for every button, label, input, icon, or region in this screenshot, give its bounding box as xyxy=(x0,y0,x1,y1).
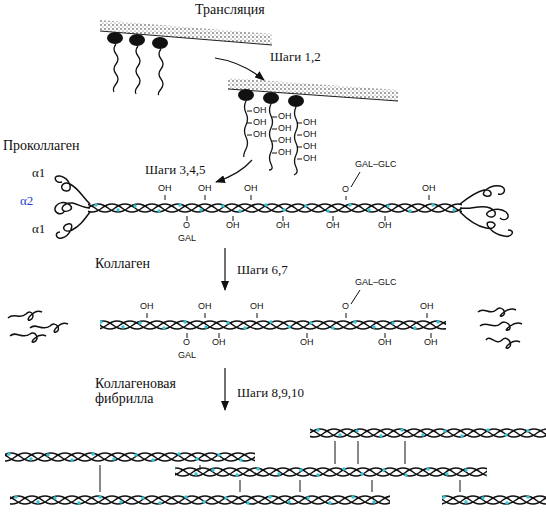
oxygen-label: O xyxy=(342,302,349,312)
hydroxyl-label: OH xyxy=(278,136,292,146)
hydroxyl-label: OH xyxy=(422,184,436,194)
hydroxyl-label: OH xyxy=(278,112,292,122)
peptide-chain xyxy=(244,101,298,175)
bond-line xyxy=(165,172,429,221)
cleaved-propeptide xyxy=(8,308,522,348)
triple-helix xyxy=(0,452,546,461)
oxygen-label: O xyxy=(183,221,190,231)
hydroxyl-label: OH xyxy=(253,118,267,128)
hydroxyl-label: OH xyxy=(303,142,317,152)
hydroxyl-label: OH xyxy=(378,338,392,348)
step-label: Шаги 3,4,5 xyxy=(145,163,205,177)
hydroxyl-label: OH xyxy=(326,221,340,231)
stage-title: Проколлаген xyxy=(3,138,79,153)
triple-helix xyxy=(67,320,546,329)
hydroxyl-label: OH xyxy=(378,221,392,231)
hydroxyl-label: OH xyxy=(140,302,154,312)
sugar-label: GAL–GLC xyxy=(355,278,397,288)
propeptide-end xyxy=(55,176,512,238)
stage-title: Трансляция xyxy=(195,2,265,17)
chain-label: α2 xyxy=(20,194,33,208)
triple-helix xyxy=(284,428,546,437)
hydroxyl-label: OH xyxy=(278,124,292,134)
hydroxyl-label: OH xyxy=(198,184,212,194)
hydroxyl-label: OH xyxy=(420,302,434,312)
hydroxyl-label: OH xyxy=(244,184,258,194)
sugar-label: GAL xyxy=(178,351,196,361)
hydroxyl-label: OH xyxy=(278,148,292,158)
stage-title: Коллаген xyxy=(95,256,150,271)
sugar-label: GAL–GLC xyxy=(355,160,397,170)
hydroxyl-label: OH xyxy=(303,154,317,164)
step-label: Шаги 1,2 xyxy=(270,50,321,64)
oxygen-label: O xyxy=(183,338,190,348)
oxygen-label: O xyxy=(342,185,349,195)
hydroxyl-label: OH xyxy=(276,221,290,231)
hydroxyl-label: OH xyxy=(253,130,267,140)
hydroxyl-label: OH xyxy=(158,184,172,194)
chain-label: α1 xyxy=(32,222,45,236)
hydroxyl-label: OH xyxy=(250,302,264,312)
er-membrane xyxy=(228,78,398,101)
triple-helix xyxy=(410,495,546,504)
hydroxyl-label: OH xyxy=(253,106,267,116)
step-label: Шаги 8,9,10 xyxy=(237,386,304,400)
hydroxyl-bond xyxy=(247,111,302,159)
sugar-label: GAL xyxy=(178,234,196,244)
hydroxyl-label: OH xyxy=(303,118,317,128)
chain-label: α1 xyxy=(32,166,45,180)
stage-title: Коллагеновая фибрилла xyxy=(95,376,195,407)
bond-line xyxy=(147,290,431,338)
peptide-chain xyxy=(113,44,163,95)
hydroxyl-label: OH xyxy=(198,302,212,312)
hydroxyl-label: OH xyxy=(303,130,317,140)
hydroxyl-label: OH xyxy=(212,338,226,348)
triple-helix xyxy=(140,467,546,476)
hydroxyl-label: OH xyxy=(300,338,314,348)
er-membrane xyxy=(100,20,272,45)
cross-link xyxy=(100,441,460,492)
hydroxyl-label: OH xyxy=(226,221,240,231)
hydroxyl-label: OH xyxy=(424,338,438,348)
step-label: Шаги 6,7 xyxy=(237,263,288,277)
